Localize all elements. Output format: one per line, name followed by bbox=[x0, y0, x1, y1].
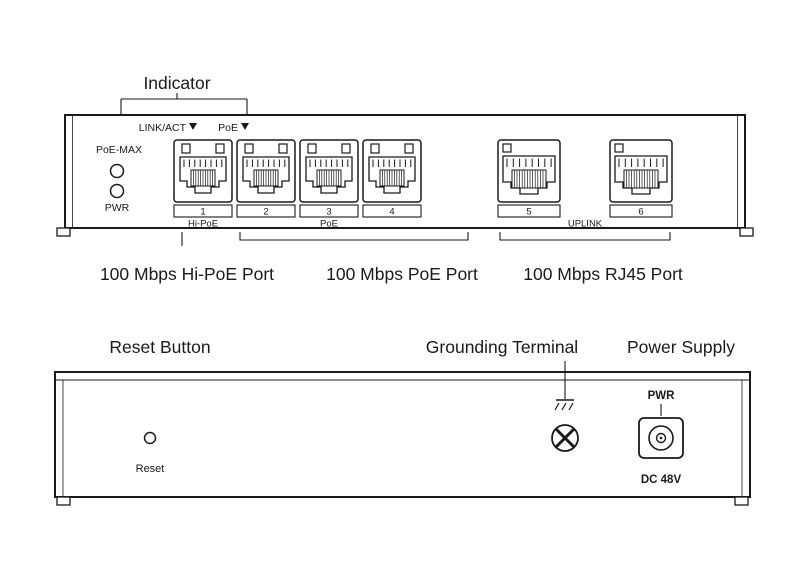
rj45-port-4 bbox=[362, 139, 422, 203]
poe-bracket-line bbox=[239, 232, 469, 241]
front-panel-side-seams bbox=[72, 115, 738, 228]
rear-panel-right-foot bbox=[734, 496, 749, 506]
dc-jack-icon bbox=[638, 417, 684, 459]
poe-max-label: PoE-MAX bbox=[96, 144, 142, 156]
port-number-2: 2 bbox=[263, 207, 268, 218]
port-number-6: 6 bbox=[638, 207, 643, 218]
rj45-port-2 bbox=[236, 139, 296, 203]
poe-arrow-label: PoE bbox=[218, 122, 238, 134]
ground-symbol-icon bbox=[554, 399, 574, 411]
rj45-port-6 bbox=[609, 139, 673, 203]
pwr-led bbox=[109, 183, 125, 199]
hi-poe-group-label: Hi-PoE bbox=[188, 219, 218, 230]
rear-panel-left-foot bbox=[56, 496, 71, 506]
front-panel-left-foot bbox=[56, 227, 71, 237]
screw-terminal-icon bbox=[551, 424, 579, 452]
rj45-port-5 bbox=[497, 139, 561, 203]
caption-rj45-port: 100 Mbps RJ45 Port bbox=[523, 264, 683, 284]
port-number-box-2 bbox=[236, 204, 296, 218]
port-number-box-6 bbox=[609, 204, 673, 218]
port-number-3: 3 bbox=[326, 207, 331, 218]
grounding-terminal-label: Grounding Terminal bbox=[426, 337, 578, 357]
pwr-label-rear: PWR bbox=[648, 390, 676, 402]
uplink-group-label: UPLINK bbox=[568, 219, 603, 230]
port-number-4: 4 bbox=[389, 207, 394, 218]
caption-hi-poe-port: 100 Mbps Hi-PoE Port bbox=[100, 264, 274, 284]
power-supply-label: Power Supply bbox=[627, 337, 735, 357]
poe-arrow-icon bbox=[241, 123, 249, 130]
rj45-bracket-line bbox=[499, 232, 671, 241]
port-number-box-1 bbox=[173, 204, 233, 218]
link-act-label: LINK/ACT bbox=[139, 122, 187, 134]
rj45-port-3 bbox=[299, 139, 359, 203]
port-number-box-3 bbox=[299, 204, 359, 218]
poe-max-led bbox=[109, 163, 125, 179]
port-number-1: 1 bbox=[200, 207, 205, 218]
reset-hole bbox=[143, 431, 157, 445]
poe-group-label: PoE bbox=[320, 219, 338, 230]
rear-panel-side-seams bbox=[62, 380, 743, 497]
reset-button-label: Reset Button bbox=[109, 337, 210, 357]
rear-panel bbox=[54, 371, 751, 498]
pwr-label-front: PWR bbox=[105, 202, 130, 214]
dc-48v-label: DC 48V bbox=[641, 474, 682, 486]
front-panel-right-foot bbox=[739, 227, 754, 237]
port-number-5: 5 bbox=[526, 207, 531, 218]
port-number-box-5 bbox=[497, 204, 561, 218]
indicator-label: Indicator bbox=[143, 73, 210, 93]
rj45-port-1 bbox=[173, 139, 233, 203]
indicator-leader-lines bbox=[120, 93, 248, 141]
caption-poe-port: 100 Mbps PoE Port bbox=[326, 264, 478, 284]
reset-label: Reset bbox=[136, 463, 165, 475]
port-number-box-4 bbox=[362, 204, 422, 218]
link-act-arrow-icon bbox=[189, 123, 197, 130]
